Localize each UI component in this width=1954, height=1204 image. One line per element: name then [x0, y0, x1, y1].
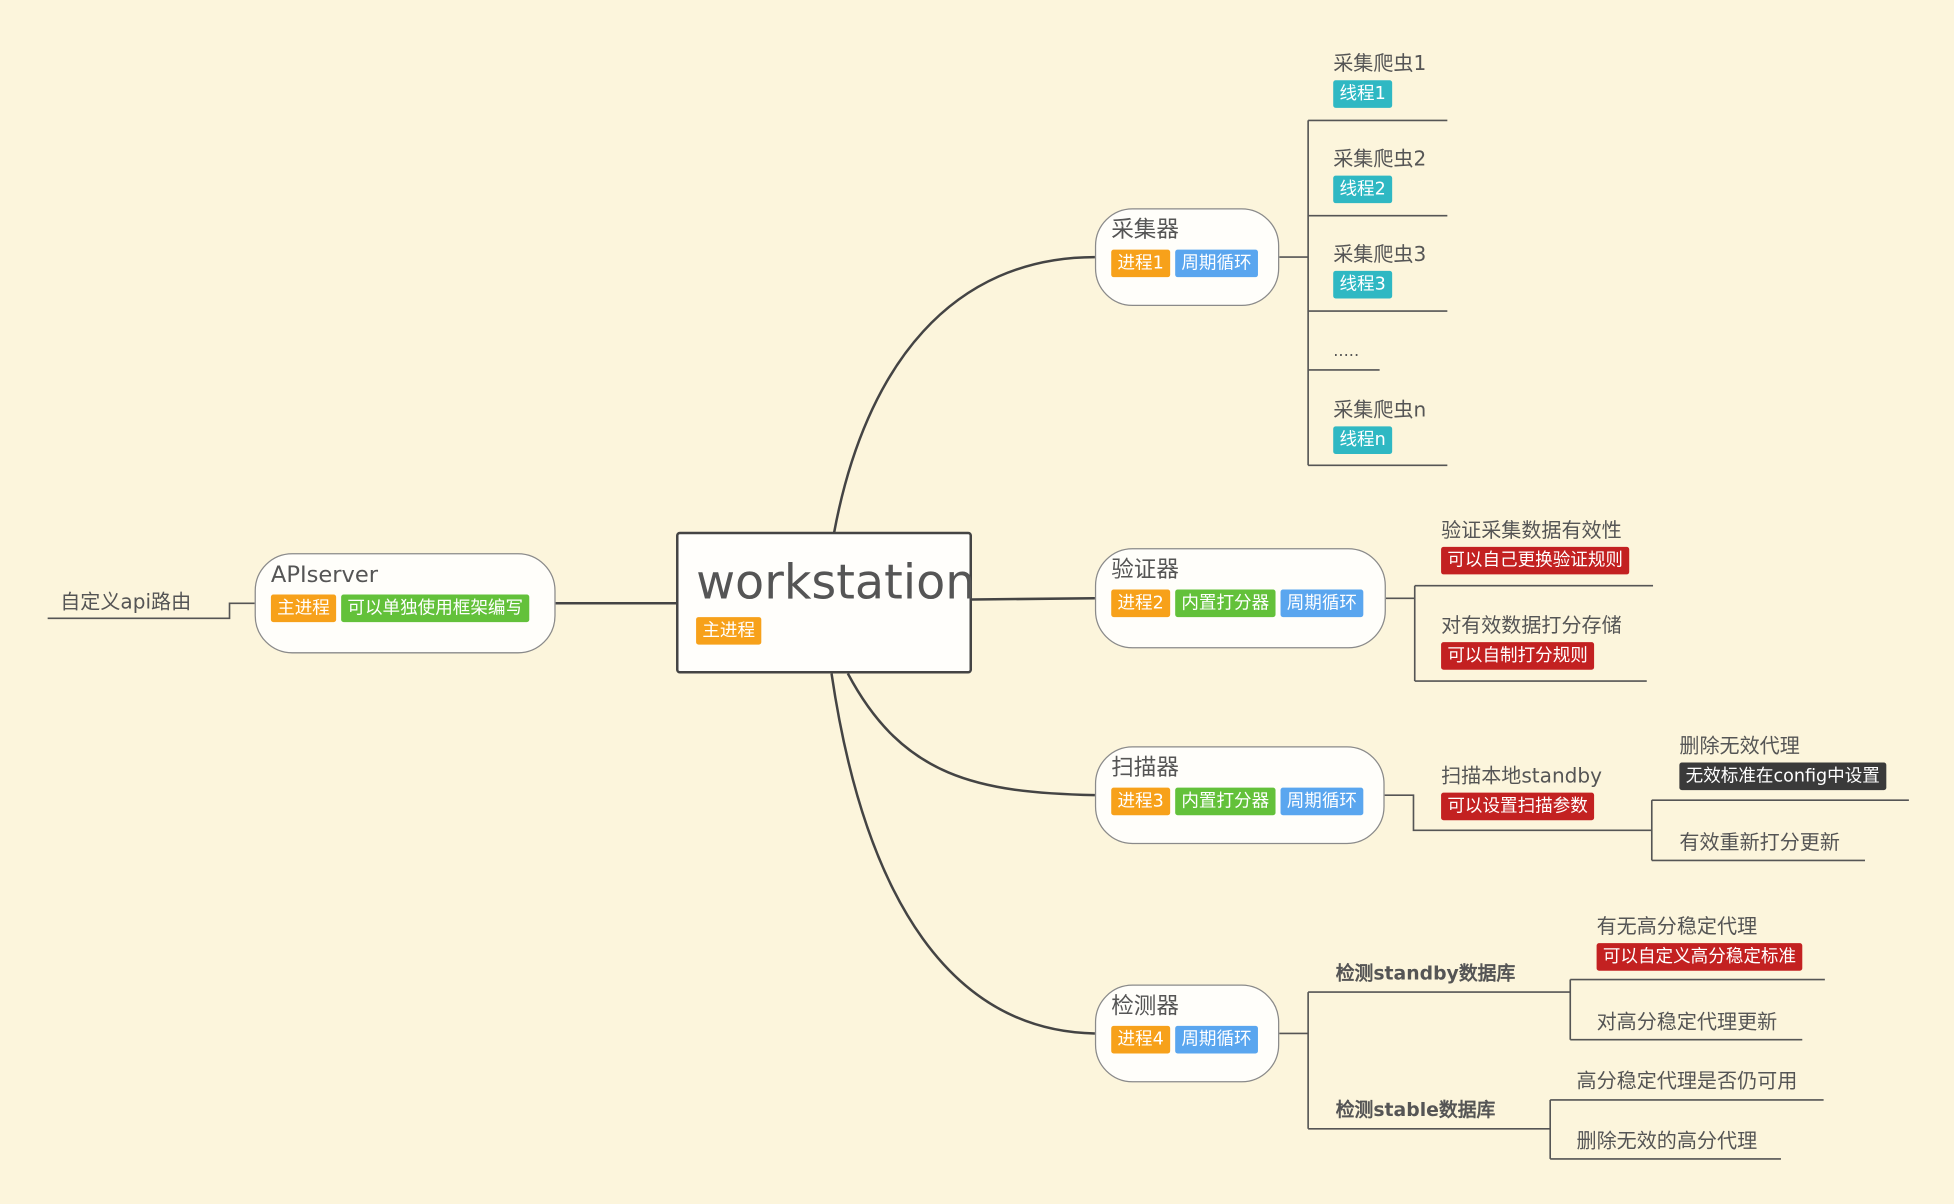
leaf-text: 扫描本地standby: [1441, 763, 1603, 788]
leaf-text: 对有效数据打分存储: [1441, 613, 1622, 638]
tag-rule: 可以设置扫描参数: [1441, 792, 1595, 821]
leaf-custom-api-route[interactable]: 自定义api路由: [60, 588, 191, 616]
leaf-stable-still-usable[interactable]: 高分稳定代理是否仍可用: [1577, 1067, 1798, 1095]
leaf-score-store[interactable]: 对有效数据打分存储 可以自制打分规则: [1441, 612, 1622, 670]
tag-cycle: 周期循环: [1280, 787, 1364, 816]
leaf-text: 采集爬虫2: [1333, 146, 1427, 171]
tag-main-process: 主进程: [696, 617, 762, 645]
tag-thread: 线程1: [1333, 80, 1393, 108]
leaf-delete-invalid[interactable]: 删除无效代理 无效标准在config中设置: [1679, 732, 1887, 791]
leaf-text: 对高分稳定代理更新: [1596, 1009, 1778, 1034]
tag-cycle: 周期循环: [1175, 1025, 1258, 1054]
node-detector-title: 检测器: [1111, 993, 1179, 1020]
tag-process: 进程1: [1111, 249, 1171, 278]
leaf-scan-standby[interactable]: 扫描本地standby 可以设置扫描参数: [1441, 763, 1602, 821]
tag-process: 进程4: [1111, 1025, 1171, 1054]
branch-check-stable[interactable]: 检测stable数据库: [1336, 1096, 1496, 1124]
leaf-text: .....: [1333, 342, 1360, 362]
leaf-crawler-3[interactable]: 采集爬虫3 线程3: [1333, 241, 1426, 299]
tag-framework-note: 可以单独使用框架编写: [341, 594, 530, 623]
tag-note: 无效标准在config中设置: [1679, 762, 1887, 791]
leaf-stable-proxy-exists[interactable]: 有无高分稳定代理 可以自定义高分稳定标准: [1596, 913, 1803, 971]
central-node-title: workstation: [696, 554, 976, 610]
node-detector[interactable]: 检测器 进程4 周期循环: [1094, 984, 1280, 1083]
branch-check-standby[interactable]: 检测standby数据库: [1336, 959, 1516, 987]
node-apiserver-title: APIserver: [270, 561, 379, 589]
tag-rule: 可以自制打分规则: [1441, 642, 1595, 670]
leaf-rescore-update[interactable]: 有效重新打分更新: [1679, 829, 1840, 857]
leaf-crawler-2[interactable]: 采集爬虫2 线程2: [1333, 145, 1427, 204]
tag-cycle: 周期循环: [1280, 589, 1364, 618]
node-scanner-title: 扫描器: [1111, 755, 1179, 782]
node-collector[interactable]: 采集器 进程1 周期循环: [1094, 208, 1280, 307]
leaf-text: 采集爬虫3: [1333, 242, 1427, 266]
leaf-text: 自定义api路由: [60, 589, 192, 614]
leaf-ellipsis[interactable]: .....: [1333, 339, 1359, 367]
tag-rule: 可以自己更换验证规则: [1441, 546, 1630, 575]
leaf-text: 有无高分稳定代理: [1596, 914, 1758, 939]
leaf-update-stable-proxy[interactable]: 对高分稳定代理更新: [1597, 1008, 1778, 1036]
tag-scorer: 内置打分器: [1175, 787, 1276, 816]
tag-rule: 可以自定义高分稳定标准: [1596, 943, 1803, 971]
node-scanner[interactable]: 扫描器 进程3 内置打分器 周期循环: [1094, 746, 1385, 845]
node-validator[interactable]: 验证器 进程2 内置打分器 周期循环: [1094, 548, 1386, 649]
leaf-text: 删除无效的高分代理: [1576, 1128, 1758, 1153]
leaf-crawler-1[interactable]: 采集爬虫1 线程1: [1333, 50, 1426, 108]
leaf-crawler-n[interactable]: 采集爬虫n 线程n: [1333, 396, 1427, 455]
leaf-text: 采集爬虫1: [1333, 51, 1427, 76]
branch-text: 检测stable数据库: [1335, 1098, 1496, 1122]
leaf-text: 采集爬虫n: [1333, 397, 1427, 422]
tag-cycle: 周期循环: [1175, 249, 1258, 278]
node-apiserver[interactable]: APIserver 主进程 可以单独使用框架编写: [254, 553, 556, 654]
central-node-workstation[interactable]: workstation 主进程: [676, 531, 976, 674]
tag-main-process: 主进程: [270, 594, 337, 623]
tag-thread: 线程3: [1333, 270, 1393, 299]
leaf-text: 验证采集数据有效性: [1441, 517, 1622, 542]
leaf-text: 高分稳定代理是否仍可用: [1576, 1068, 1798, 1093]
tag-process: 进程3: [1111, 787, 1171, 816]
branch-text: 检测standby数据库: [1335, 961, 1516, 985]
node-collector-title: 采集器: [1111, 216, 1179, 244]
leaf-delete-invalid-stable[interactable]: 删除无效的高分代理: [1577, 1128, 1758, 1156]
leaf-text: 删除无效代理: [1679, 733, 1800, 758]
tag-thread: 线程n: [1333, 426, 1393, 455]
node-validator-title: 验证器: [1111, 556, 1179, 584]
tag-thread: 线程2: [1333, 175, 1393, 204]
leaf-validate-data[interactable]: 验证采集数据有效性 可以自己更换验证规则: [1441, 517, 1630, 575]
tag-process: 进程2: [1111, 589, 1171, 618]
tag-scorer: 内置打分器: [1175, 589, 1276, 618]
leaf-text: 有效重新打分更新: [1679, 830, 1840, 855]
